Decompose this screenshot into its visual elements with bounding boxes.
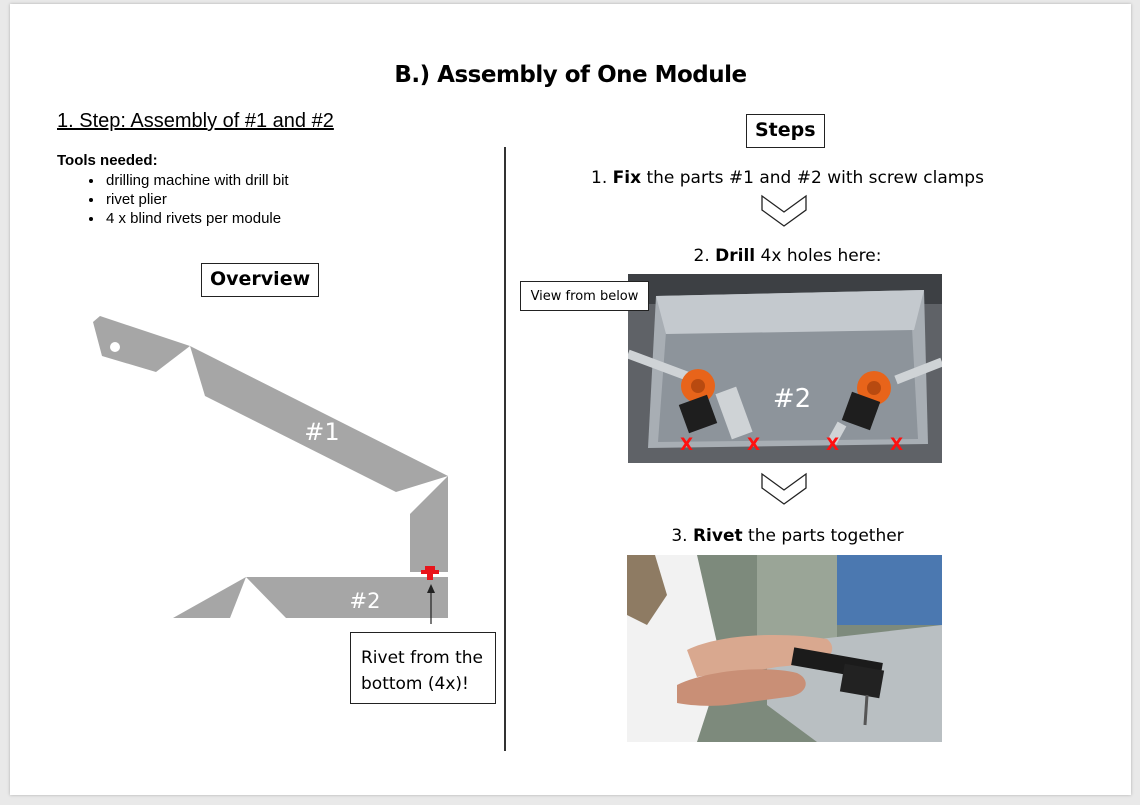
chevron-down-icon bbox=[761, 472, 807, 505]
document-page: B.) Assembly of One Module 1. Step: Asse… bbox=[10, 4, 1131, 795]
view-from-below-label: View from below bbox=[520, 281, 649, 311]
tool-item: 4 x blind rivets per module bbox=[104, 209, 289, 228]
part-1-tab bbox=[93, 316, 190, 372]
rivet-photo bbox=[627, 555, 942, 742]
chevron-down-icon bbox=[761, 194, 807, 227]
callout-arrow-head bbox=[427, 584, 435, 593]
callout-line: bottom (4x)! bbox=[361, 674, 469, 694]
step-instruction-2: 2. Drill 4x holes here: bbox=[693, 246, 882, 266]
hole-mark: X bbox=[826, 435, 839, 455]
hole-mark: X bbox=[890, 435, 903, 455]
overview-diagram: #1 #2 bbox=[93, 316, 448, 624]
tool-item: rivet plier bbox=[104, 190, 289, 209]
tools-list: drilling machine with drill bit rivet pl… bbox=[80, 171, 289, 228]
tool-item: drilling machine with drill bit bbox=[104, 171, 289, 190]
rivet-photo-illustration bbox=[627, 555, 942, 742]
part-2-ramp bbox=[173, 577, 246, 618]
part-1-vertical bbox=[410, 476, 448, 572]
hole-mark: X bbox=[680, 435, 693, 455]
step-instruction-3: 3. Rivet the parts together bbox=[671, 526, 904, 546]
page-title: B.) Assembly of One Module bbox=[394, 62, 747, 88]
tab-hole bbox=[110, 342, 120, 352]
step-heading: 1. Step: Assembly of #1 and #2 bbox=[57, 110, 334, 132]
photo-part-label: #2 bbox=[773, 384, 811, 414]
rivet-callout: Rivet from the bottom (4x)! bbox=[350, 632, 496, 704]
part-1-label: #1 bbox=[304, 418, 339, 446]
steps-label: Steps bbox=[746, 114, 825, 148]
hole-mark: X bbox=[747, 435, 760, 455]
part-2-bar bbox=[246, 577, 448, 618]
callout-line: Rivet from the bbox=[361, 648, 483, 668]
drill-photo-illustration: #2 X X X X bbox=[628, 274, 942, 463]
rivet-icon bbox=[421, 566, 439, 580]
overview-label: Overview bbox=[201, 263, 320, 297]
part-2-label: #2 bbox=[350, 589, 381, 613]
drill-photo: #2 X X X X bbox=[628, 274, 942, 463]
part-1-arm bbox=[190, 346, 448, 492]
step-instruction-1: 1. Fix the parts #1 and #2 with screw cl… bbox=[591, 168, 984, 188]
column-divider bbox=[504, 147, 506, 751]
tools-label: Tools needed: bbox=[57, 152, 158, 169]
